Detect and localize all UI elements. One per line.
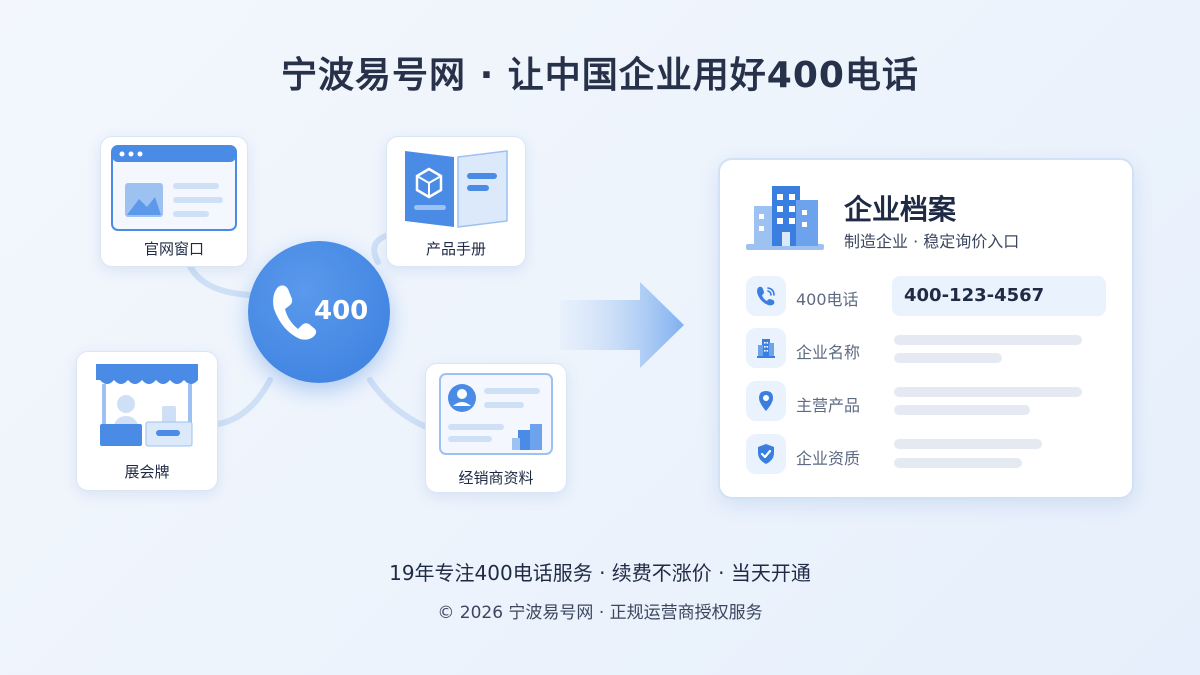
channel-card-dealer: 经销商资料 — [425, 363, 567, 493]
page-title: 宁波易号网 · 让中国企业用好400电话 — [281, 55, 919, 96]
exhibition-booth-icon — [96, 364, 198, 447]
channel-card-website: 官网窗口 — [100, 136, 248, 267]
placeholder-bar — [894, 387, 1082, 397]
channel-label-exhibition: 展会牌 — [124, 463, 170, 481]
location-pin-icon — [746, 381, 786, 421]
row-label-phone: 400电话 — [796, 290, 859, 309]
footer-copyright: © 2026 宁波易号网 · 正规运营商授权服务 — [437, 603, 763, 623]
channel-label-website: 官网窗口 — [143, 240, 204, 258]
browser-window-icon — [111, 145, 237, 231]
channel-label-brochure: 产品手册 — [425, 240, 486, 258]
placeholder-bar — [894, 335, 1082, 345]
row-label-name: 企业名称 — [796, 343, 861, 362]
phone-value: 400-123-4567 — [904, 285, 1045, 306]
row-label-qualification: 企业资质 — [796, 449, 861, 468]
dealer-card-icon — [439, 373, 553, 455]
row-label-products: 主营产品 — [796, 396, 861, 415]
phone-value-field: 400-123-4567 — [892, 276, 1106, 316]
channel-label-dealer: 经销商资料 — [458, 469, 534, 487]
placeholder-bar — [894, 458, 1022, 468]
placeholder-bar — [894, 353, 1002, 363]
building-icon — [746, 328, 786, 368]
placeholder-bar — [894, 439, 1042, 449]
shield-check-icon — [746, 434, 786, 474]
flow-arrow-icon — [560, 282, 684, 368]
channel-card-exhibition: 展会牌 — [76, 351, 218, 491]
channel-card-brochure: 产品手册 — [386, 136, 526, 267]
enterprise-profile-card: 企业档案 制造企业 · 稳定询价入口 400电话 400-123-4567 企业… — [718, 158, 1134, 499]
placeholder-bar — [894, 405, 1030, 415]
product-brochure-icon — [405, 150, 508, 228]
phone-icon — [746, 276, 786, 316]
profile-subtitle: 制造企业 · 稳定询价入口 — [844, 232, 1020, 251]
hub-number: 400 — [314, 296, 369, 326]
phone-handset-icon — [273, 285, 317, 340]
footer-tagline: 19年专注400电话服务 · 续费不涨价 · 当天开通 — [389, 561, 811, 585]
office-building-icon — [746, 186, 824, 250]
hub-400-badge: 400 — [248, 241, 390, 383]
profile-title: 企业档案 — [844, 193, 957, 226]
